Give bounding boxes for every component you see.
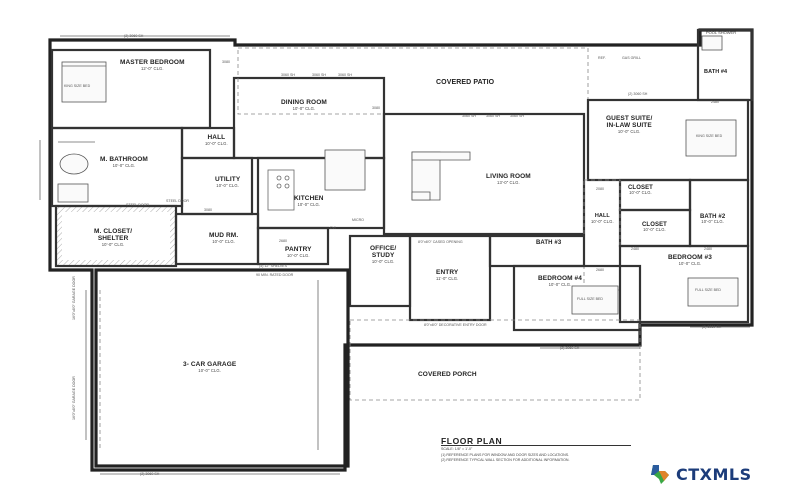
logo-text: CTXMLS [676,464,752,484]
note-bedroom4-window: (2) 3060 SH [560,346,580,350]
note-steel-door-b: STEEL DOOR [126,203,150,207]
bedroom4-bed [571,285,619,315]
note-bed4: FULL SIZE BED [577,297,604,301]
note-window-dining-2: 3060 SH [312,73,326,77]
kitchen-island [324,149,366,191]
ctxmls-logo: CTXMLS [650,463,752,485]
note-window-guest: (2) 3060 SH [628,92,648,96]
porch-outline [349,319,641,401]
note-steel-door-a: STEEL DOOR [166,199,190,203]
bathtub [59,153,89,175]
note-guest-bed: KING SIZE BED [696,134,723,138]
note-window-2480-b: 2480 [631,247,639,251]
garage-walls [94,268,350,468]
guest-king-bed [685,119,737,157]
texas-icon [651,465,669,484]
room-covered-patio: COVERED PATIO [436,79,495,86]
floor-plan-note-1: (1) REFERENCE PLANS FOR WINDOW AND DOOR … [441,453,570,457]
note-micro: MICRO [352,218,364,222]
room-covered-porch: COVERED PORCH [418,371,477,378]
note-door-2680-b: 2680 [279,239,287,243]
note-entry-door: 8'0"x8'0" DECORATIVE ENTRY DOOR [424,323,487,327]
note-garage-door-2: 16'0"x8'0" GARAGE DOOR [72,376,76,420]
note-ref: REF. [598,56,606,60]
note-door-3080-c: 3080 [204,208,212,212]
master-bed [61,61,107,103]
bedroom3-bed [687,277,739,307]
note-bottom-window: (2) 3060 SH [140,472,160,476]
note-bedroom3-window: (2) 3060 SH [702,325,722,329]
note-garage-door-1: 16'0"x8'0" GARAGE DOOR [72,276,76,320]
note-gas-grill: GAS GRILL [622,56,641,60]
note-window-living-3: 3060 SH [510,114,524,118]
note-fire-door: 90 MIN. RATED DOOR [256,273,294,277]
floor-plan-title: FLOOR PLAN [441,436,503,446]
note-window-living-1: 3060 SH [462,114,476,118]
floor-plan-scale: SCALE: 1/8" = 1'-0" [441,447,473,451]
note-pool-shower: POOL SHOWER [706,30,737,35]
note-dw: DW [330,226,336,230]
room-mud-rm: MUD RM.10'-0" CLG. [209,232,239,244]
note-shelves: (5) 12" SHELVES [259,264,287,268]
note-door-3080-a: 3080 [222,60,230,64]
floor-plan-note-2: (2) REFERENCE TYPICAL WALL SECTION FOR A… [441,458,570,462]
note-window-2480-a: 2480 [711,100,719,104]
note-door-2680-a: 2680 [596,268,604,272]
note-window-2480-c: 2480 [704,247,712,251]
note-bed3: FULL SIZE BED [695,288,722,292]
note-master-bed: KING SIZE BED [64,84,91,88]
note-door-3080-b: 3080 [372,106,380,110]
note-window-dining-3: 3060 SH [338,73,352,77]
note-door-2080-a: 2080 [596,187,604,191]
title-rule [441,445,631,446]
note-window-dining-1: 3060 SH [281,73,295,77]
note-window-top: (2) 3060 SH [124,34,144,38]
room-bath3: BATH #3 [536,240,562,246]
note-cased-opening: 8'0"x8'0" CASED OPENING [418,240,463,244]
room-bath4: BATH #4 [704,69,728,75]
note-window-living-2: 3060 SH [486,114,500,118]
